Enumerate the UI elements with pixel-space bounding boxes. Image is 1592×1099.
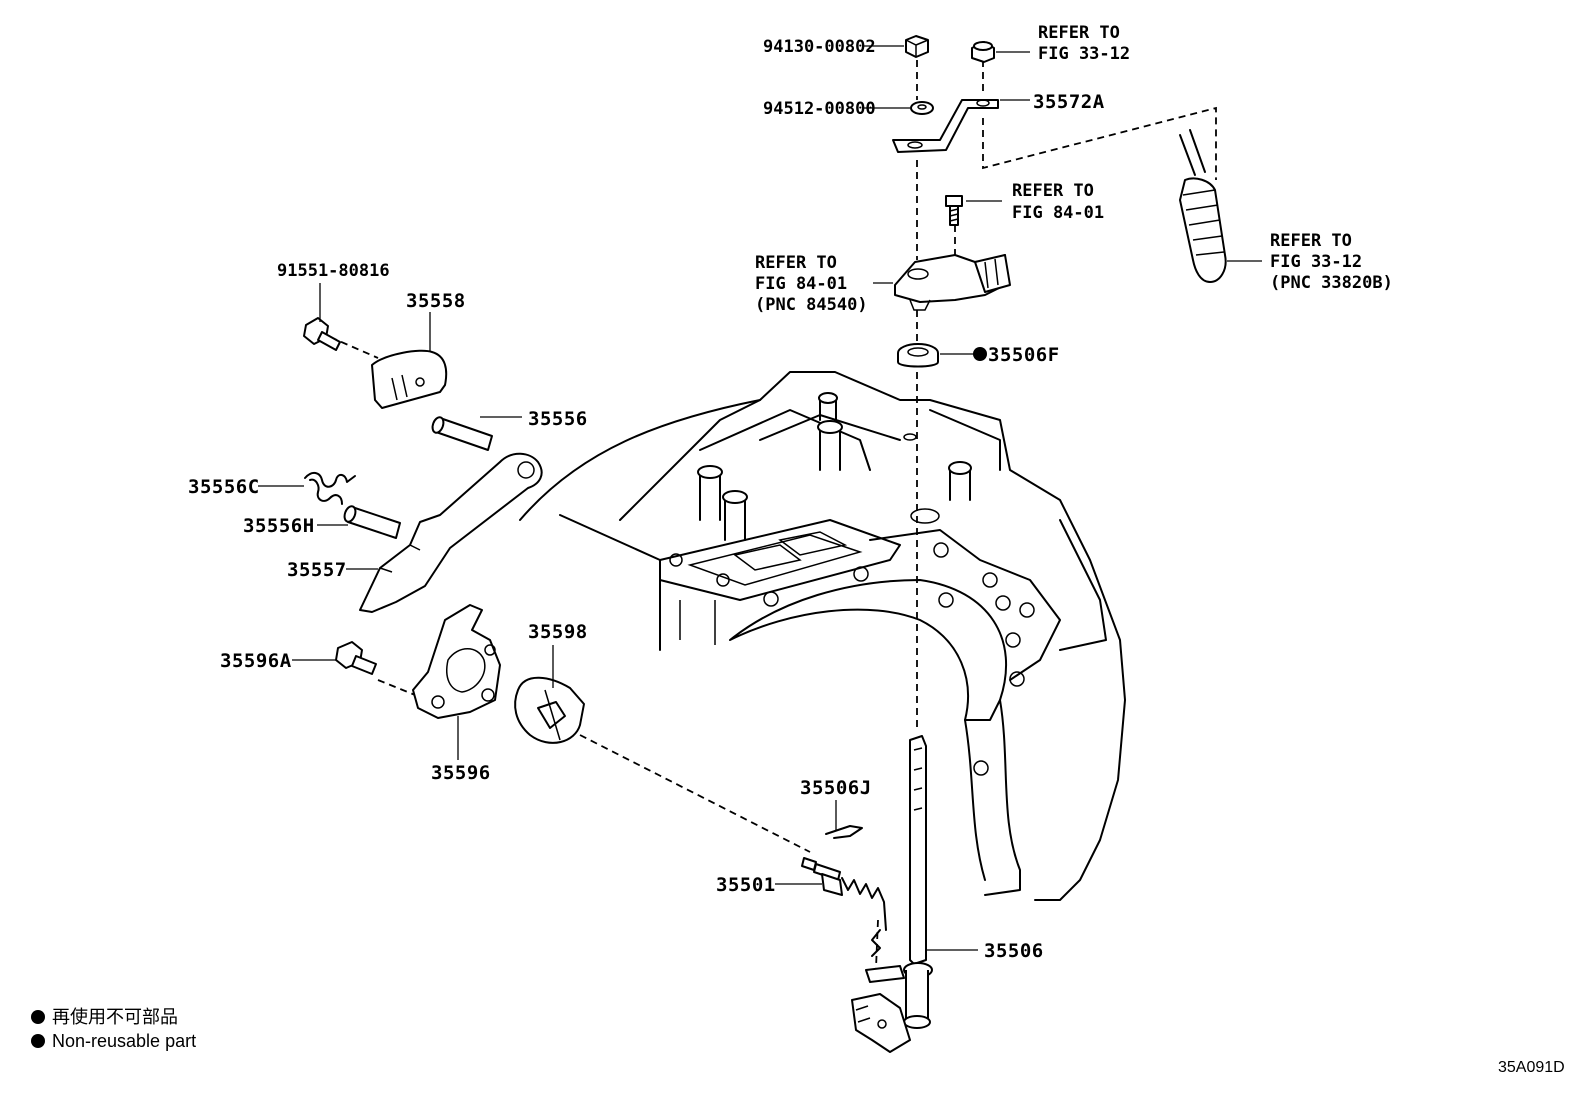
nut-fig-33-12	[971, 41, 995, 63]
ref-fig: FIG 33-12	[1038, 44, 1130, 64]
ref-note-fig-33-12-top: REFER TO FIG 33-12	[1038, 23, 1130, 64]
legend-english: Non-reusable part	[52, 1031, 196, 1051]
label-35556C: 35556C	[188, 476, 260, 498]
label-35506F: 35506F	[988, 344, 1060, 366]
legend-bullet-icon	[31, 1010, 45, 1024]
clip-35506J	[825, 825, 863, 839]
nut-94130-00802	[905, 35, 929, 58]
manual-lever-35572A	[892, 99, 999, 153]
ref-refer-to: REFER TO	[1270, 231, 1352, 251]
ref-fig: FIG 33-12	[1270, 252, 1362, 272]
bolt-fig-84-01	[945, 195, 963, 226]
ref-fig: FIG 84-01	[755, 274, 847, 294]
label-35506: 35506	[984, 940, 1044, 962]
shift-cable	[1179, 129, 1227, 283]
label-35572A: 35572A	[1033, 91, 1105, 113]
spring-35556C	[304, 472, 356, 505]
washer-94512-00800	[910, 101, 934, 115]
oil-seal-35506F	[897, 343, 939, 368]
cam-35598	[514, 676, 585, 744]
non-reusable-marker	[973, 347, 987, 361]
bolt-35596A	[335, 641, 377, 675]
pin-35556	[431, 416, 493, 451]
ref-fig: FIG 84-01	[1012, 203, 1104, 223]
label-35506J: 35506J	[800, 777, 872, 799]
ref-refer-to: REFER TO	[1038, 23, 1120, 43]
manual-shaft-35506	[851, 735, 933, 1053]
detent-plate-35596	[412, 604, 501, 719]
label-35596A: 35596A	[220, 650, 292, 672]
label-35558: 35558	[406, 290, 466, 312]
parking-rod-35501	[801, 857, 887, 957]
ref-note-fig-33-12-cable: REFER TO FIG 33-12 (PNC 33820B)	[1270, 231, 1393, 293]
label-35556H: 35556H	[243, 515, 315, 537]
ref-pnc: (PNC 84540)	[755, 295, 868, 315]
label-94512-00800: 94512-00800	[763, 99, 876, 119]
transmission-case	[519, 371, 1126, 901]
label-35596: 35596	[431, 762, 491, 784]
bolt-91551-80816	[303, 317, 341, 351]
ref-refer-to: REFER TO	[755, 253, 837, 273]
leader-lines	[258, 45, 1262, 951]
ref-note-fig-84-01-switch: REFER TO FIG 84-01 (PNC 84540)	[755, 253, 868, 315]
neutral-start-switch	[894, 254, 1011, 311]
ref-pnc: (PNC 33820B)	[1270, 273, 1393, 293]
label-35556: 35556	[528, 408, 588, 430]
label-94130-00802: 94130-00802	[763, 37, 876, 57]
label-35598: 35598	[528, 621, 588, 643]
label-35501: 35501	[716, 874, 776, 896]
legend-bullet-icon	[31, 1034, 45, 1048]
label-35557: 35557	[287, 559, 347, 581]
legend: 再使用不可部品 Non-reusable part	[31, 1007, 196, 1051]
label-91551-80816: 91551-80816	[277, 261, 390, 281]
ref-refer-to: REFER TO	[1012, 181, 1094, 201]
diagram-code: 35A091D	[1498, 1059, 1565, 1076]
ref-note-fig-84-01-bolt: REFER TO FIG 84-01	[1012, 181, 1104, 223]
detent-spring-35558	[371, 349, 448, 409]
legend-japanese: 再使用不可部品	[52, 1007, 178, 1027]
lever-35557	[359, 452, 543, 613]
pin-35556H	[343, 505, 401, 539]
